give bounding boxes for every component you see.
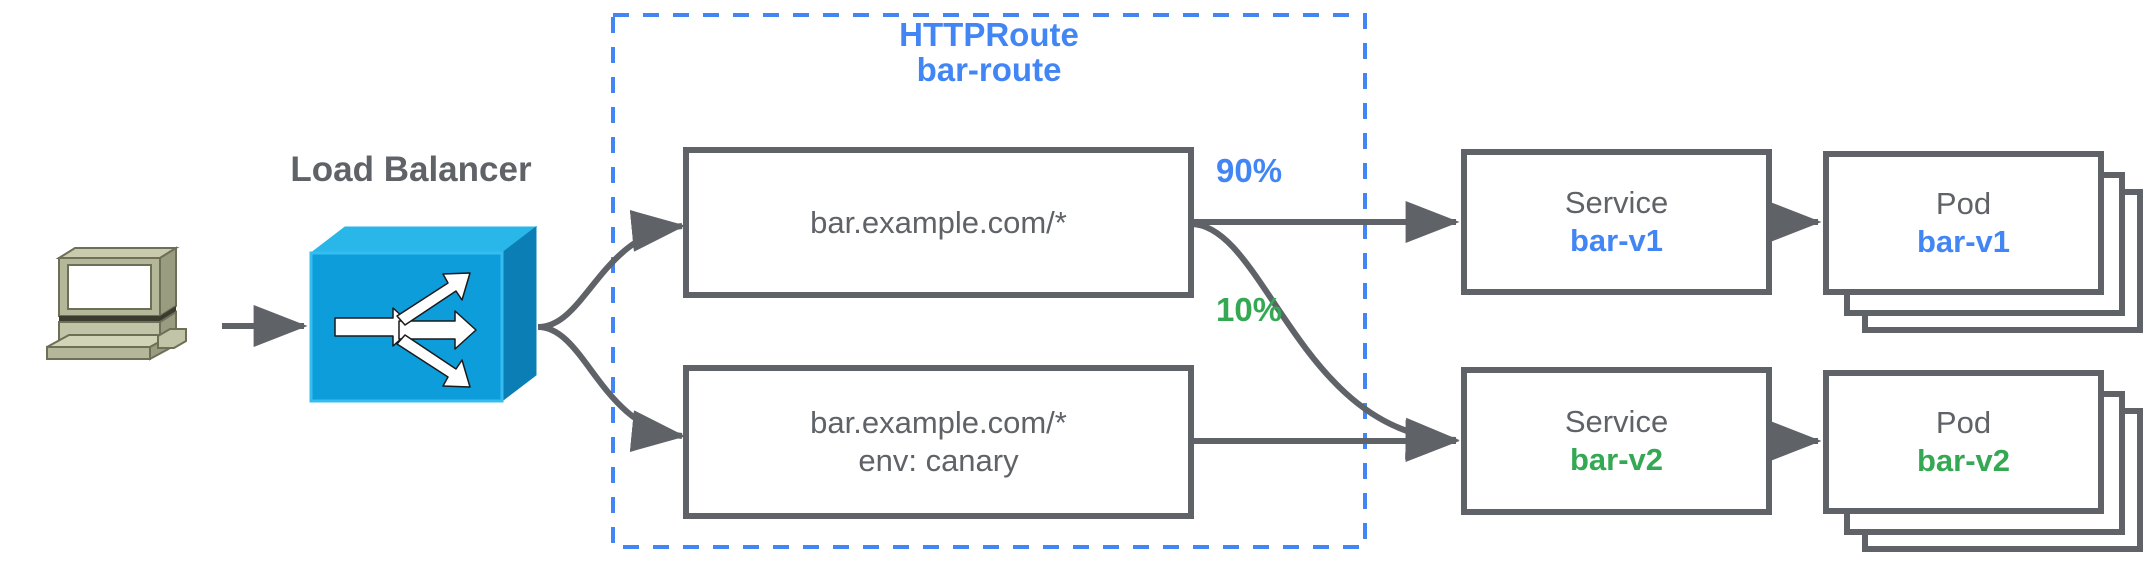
rule-canary-text: bar.example.com/* env: canary xyxy=(686,368,1191,516)
httproute-kind-label: HTTPRoute xyxy=(899,16,1079,53)
httproute-boundary xyxy=(611,13,1367,549)
service-bar-v1-kind: Service xyxy=(1564,185,1669,221)
httproute-name-label: bar-route xyxy=(916,50,1062,88)
rule-canary-header-match: env: canary xyxy=(858,443,1019,478)
rule-default-text: bar.example.com/* xyxy=(686,150,1191,295)
pod-bar-v2-name: bar-v2 xyxy=(1916,443,2011,478)
service-box-bar-v1 xyxy=(1461,149,1772,295)
service-bar-v2-text: Service bar-v2 xyxy=(1464,370,1769,512)
service-bar-v2-kind: Service xyxy=(1564,404,1669,440)
arrow-lb-to-rule-default xyxy=(537,210,686,330)
service-bar-v1-text: Service bar-v1 xyxy=(1464,152,1769,292)
service-box-bar-v2 xyxy=(1461,367,1772,515)
computer-workstation-icon xyxy=(46,246,187,361)
load-balancer-switch-icon xyxy=(309,225,538,403)
arrow-rule-to-service-v2-10 xyxy=(1190,221,1460,460)
rule-canary-host: bar.example.com/* xyxy=(810,405,1067,441)
pod-bar-v1-name: bar-v1 xyxy=(1916,224,2011,259)
service-bar-v1-name: bar-v1 xyxy=(1569,223,1664,258)
service-bar-v2-name: bar-v2 xyxy=(1569,442,1664,477)
rule-box-canary xyxy=(683,365,1194,519)
pod-stack-bar-v2 xyxy=(1823,370,2143,552)
pod-stack-bar-v1 xyxy=(1823,151,2143,333)
pod-bar-v2-text: Pod bar-v2 xyxy=(1826,373,2101,511)
pod-bar-v2-kind: Pod xyxy=(1935,405,1992,441)
httproute-title: HTTPRoute bar-route xyxy=(613,16,1365,88)
load-balancer-label: Load Balancer xyxy=(290,150,532,189)
pod-bar-v1-text: Pod bar-v1 xyxy=(1826,154,2101,292)
arrow-lb-to-rule-canary xyxy=(537,324,686,452)
weight-label-canary: 10% xyxy=(1216,291,1283,328)
weight-label-primary: 90% xyxy=(1216,152,1283,189)
pod-bar-v1-kind: Pod xyxy=(1935,186,1992,222)
rule-default-host: bar.example.com/* xyxy=(810,204,1067,240)
